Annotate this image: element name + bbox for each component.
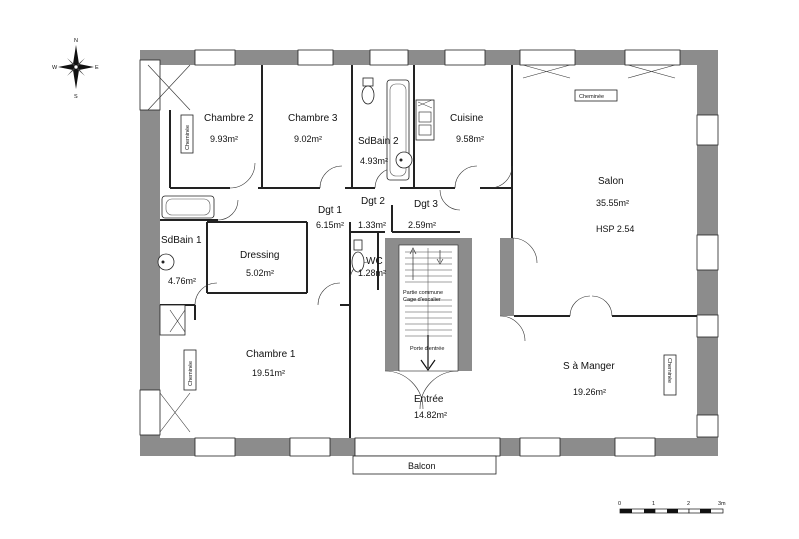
scale-tick-1: 1 (652, 501, 655, 507)
window-crosses (147, 64, 676, 433)
fireplace-chambre1: Cheminée (183, 349, 197, 391)
room-dressing-name: Dressing (240, 250, 279, 261)
room-samanger-name: S à Manger (563, 361, 615, 372)
room-dgt2-area: 1.33m² (358, 220, 386, 230)
sink-1-icon (157, 253, 175, 271)
interior-walls (160, 65, 697, 438)
room-chambre3-area: 9.02m² (294, 134, 322, 144)
room-salon-name: Salon (598, 176, 624, 187)
compass-rose-icon (58, 45, 94, 89)
compass-e: E (95, 65, 99, 71)
toilet-wc-icon (351, 239, 365, 273)
scale-bar (619, 508, 724, 514)
room-wc-name: WC (366, 256, 383, 267)
room-wc-area: 1.28m² (358, 268, 386, 278)
compass-s: S (74, 94, 78, 100)
windows (139, 49, 719, 457)
room-entree-area: 14.82m² (414, 410, 447, 420)
room-cuisine-name: Cuisine (450, 113, 484, 124)
fireplace-samanger: Cheminée (663, 354, 677, 396)
cage-escalier-label: Cage d'escalier (403, 297, 441, 303)
kitchen-sink-icon (415, 99, 435, 141)
balcon-label: Balcon (408, 461, 436, 471)
balcony (352, 455, 497, 475)
room-samanger-area: 19.26m² (573, 387, 606, 397)
room-sdbain2-name: SdBain 2 (358, 136, 399, 147)
stair-walls (385, 238, 514, 371)
room-dgt3-area: 2.59m² (408, 220, 436, 230)
room-dgt1-name: Dgt 1 (318, 205, 342, 216)
scale-tick-2: 2 (687, 501, 690, 507)
fireplace-salon: Cheminée (574, 89, 618, 102)
porte-entree-label: Porte d'entrée (410, 346, 444, 352)
compass-n: N (74, 38, 78, 44)
cheminee-label-2: Cheminée (579, 94, 604, 100)
sink-2-icon (395, 151, 413, 169)
room-chambre3-name: Chambre 3 (288, 113, 338, 124)
room-chambre2-area: 9.93m² (210, 134, 238, 144)
room-salon-hsp: HSP 2.54 (596, 224, 634, 234)
room-chambre1-area: 19.51m² (252, 368, 285, 378)
room-dressing-area: 5.02m² (246, 268, 274, 278)
room-cuisine-area: 9.58m² (456, 134, 484, 144)
scale-tick-0: 0 (618, 501, 621, 507)
room-entree-name: Entrée (414, 394, 444, 405)
room-dgt1-area: 6.15m² (316, 220, 344, 230)
bathtub-1-icon (161, 195, 215, 219)
room-dgt3-name: Dgt 3 (414, 199, 438, 210)
cheminee-label-4: Cheminée (666, 358, 672, 383)
room-salon-area: 35.55m² (596, 198, 629, 208)
cheminee-label-3: Cheminée (188, 361, 194, 386)
room-sdbain1-area: 4.76m² (168, 276, 196, 286)
partie-commune-label: Partie commune (403, 290, 443, 296)
fireplace-chambre2: Cheminée (180, 114, 194, 154)
room-chambre1-name: Chambre 1 (246, 349, 296, 360)
room-sdbain2-area: 4.93m² (360, 156, 388, 166)
scale-tick-3: 3m (718, 501, 726, 507)
compass-w: W (52, 65, 58, 71)
entrance-arrow-icon (420, 335, 436, 372)
room-sdbain1-name: SdBain 1 (161, 235, 202, 246)
toilet-2-icon (361, 77, 375, 105)
room-chambre2-name: Chambre 2 (204, 113, 254, 124)
room-dgt2-name: Dgt 2 (361, 196, 385, 207)
cheminee-label-1: Cheminée (185, 125, 191, 150)
